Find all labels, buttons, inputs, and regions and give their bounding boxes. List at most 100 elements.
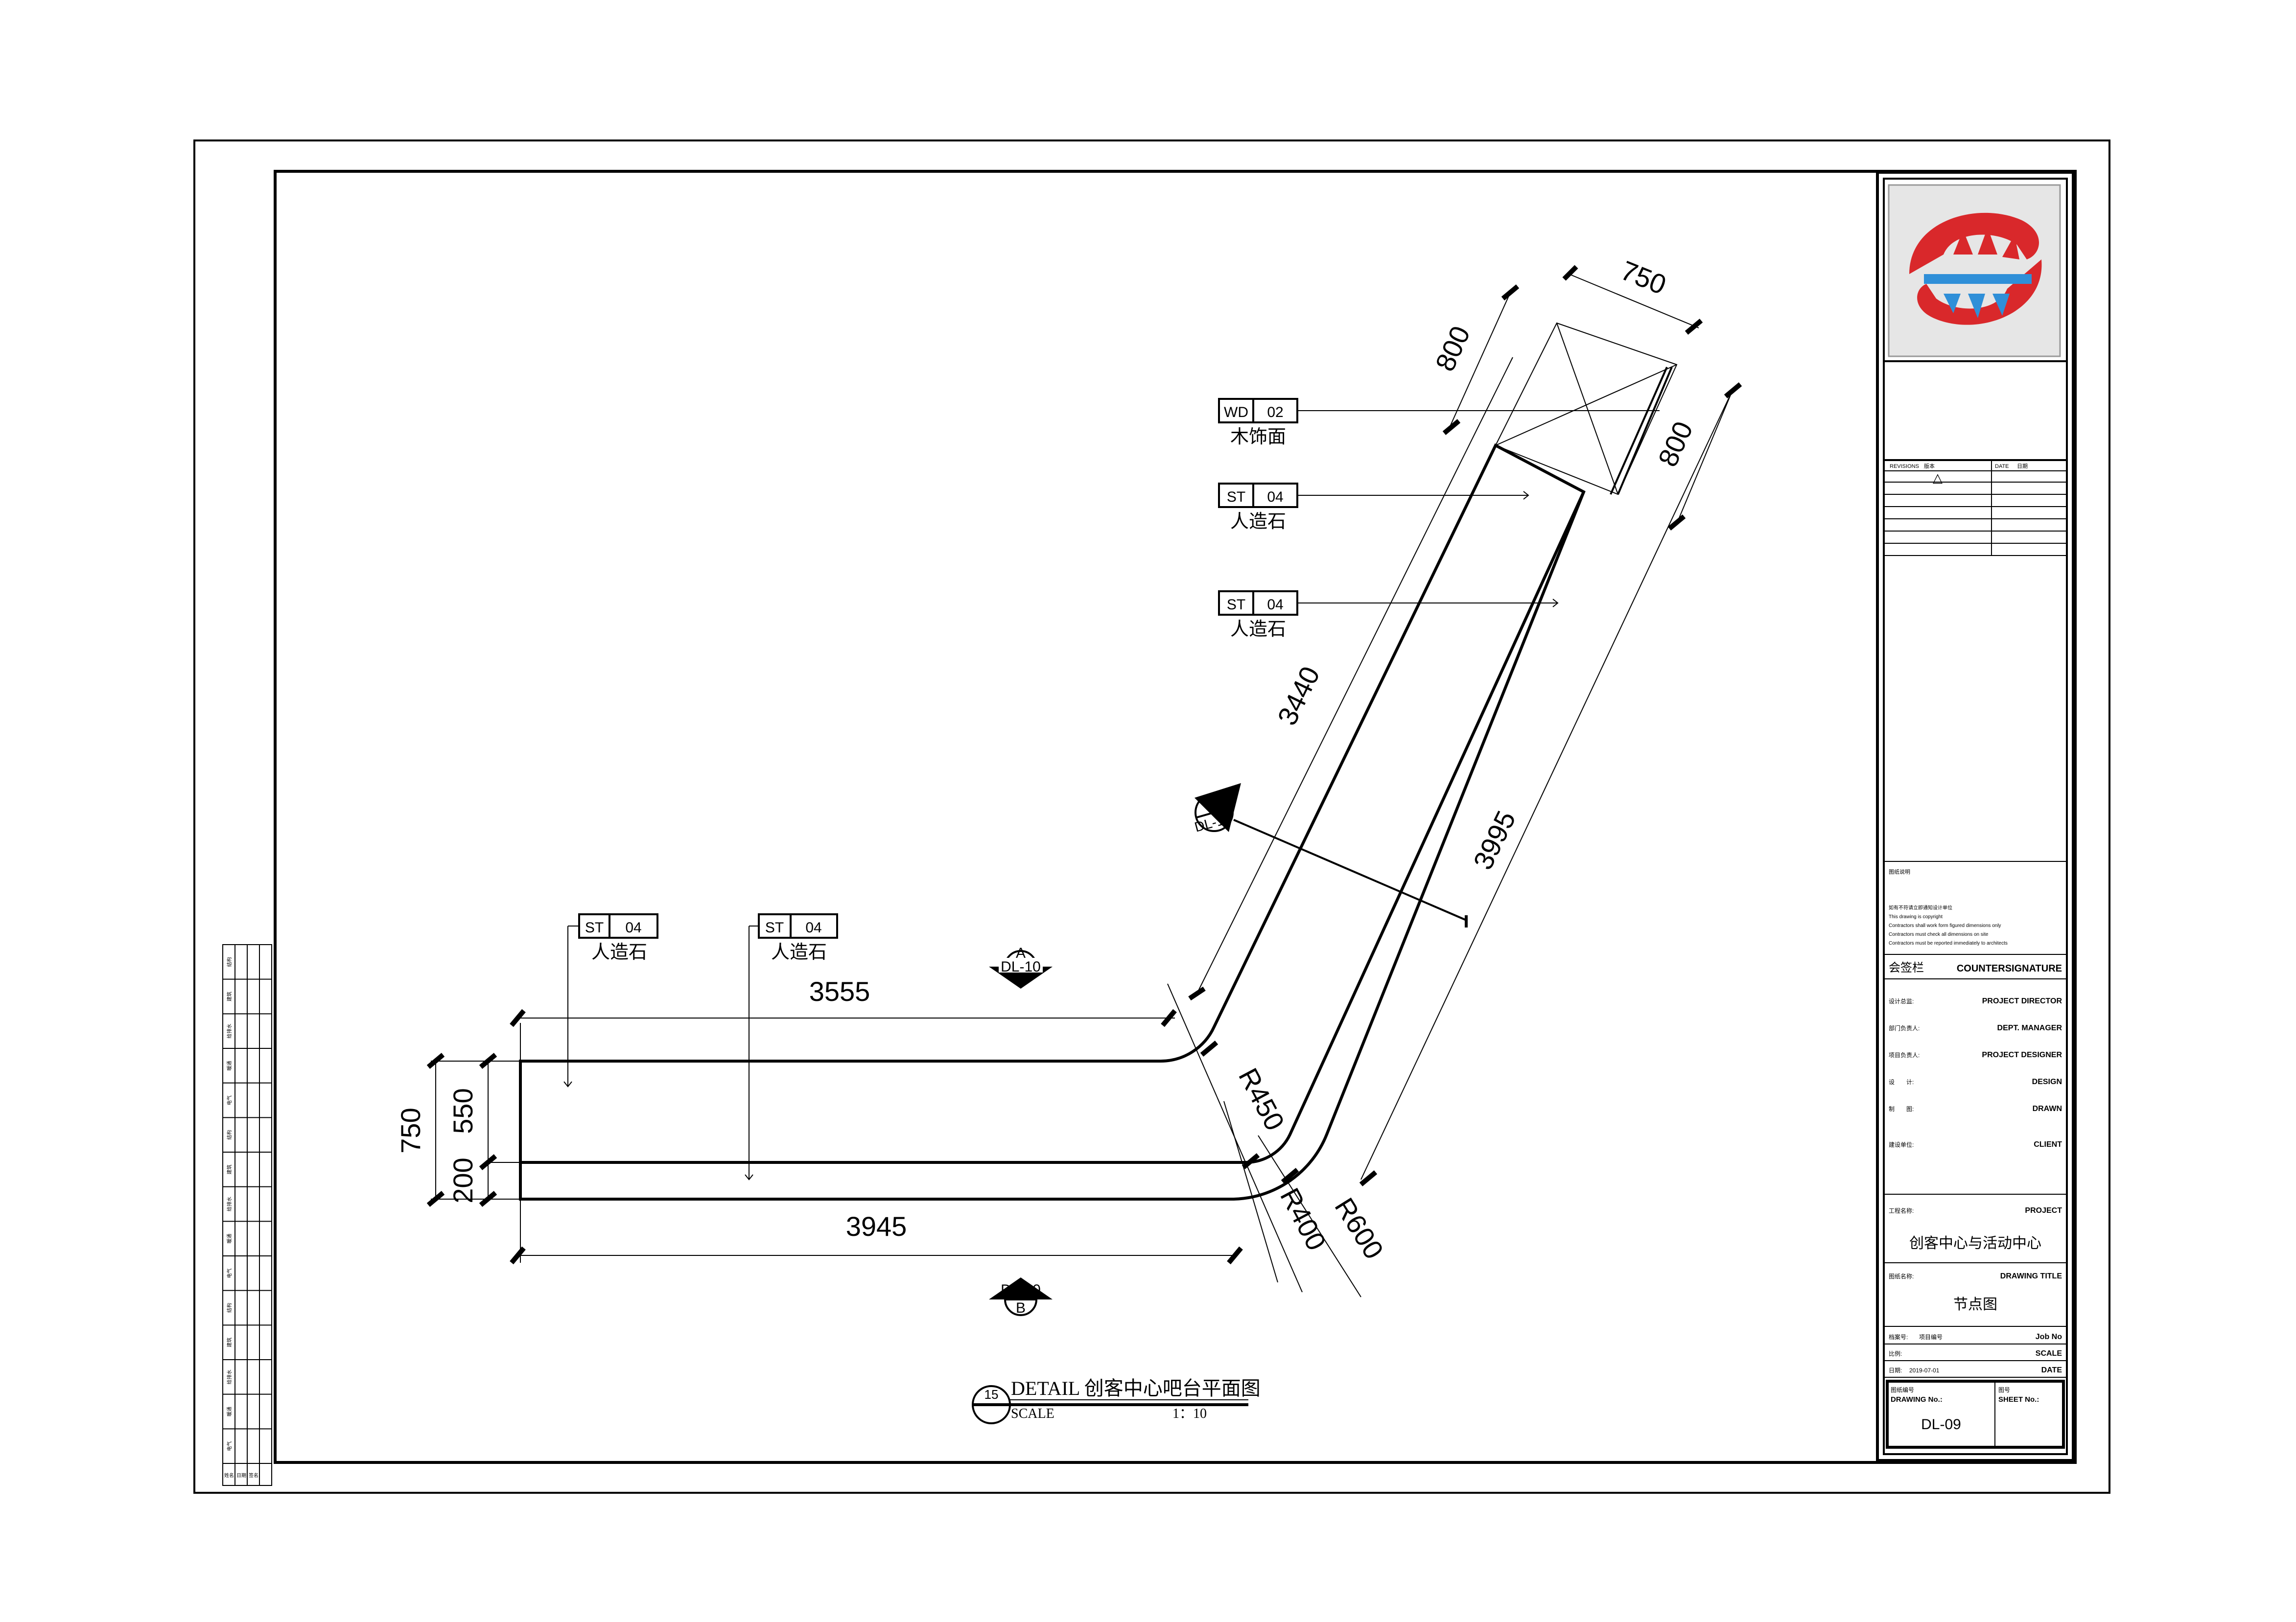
countersign-cn: 会签栏	[1889, 961, 1924, 974]
tag-st04-4: ST 04 人造石	[745, 913, 838, 1181]
client-en: CLIENT	[2034, 1140, 2062, 1149]
drawing-no: DL-09	[1921, 1416, 1961, 1433]
svg-text:02: 02	[1267, 404, 1283, 420]
strip-bottom-1: 姓名	[224, 1472, 234, 1479]
dim-r400: R400	[1274, 1183, 1332, 1255]
note-3: Contractors shall work form figured dime…	[1889, 923, 2001, 928]
strip-label: 电气	[226, 1441, 233, 1451]
svg-text:人造石: 人造石	[1230, 511, 1286, 532]
svg-text:ST: ST	[765, 920, 784, 936]
title-block: REVISIONS 版本 DATE 日期 △ 图纸说明 如有不符请立即通知设计单…	[1876, 171, 2075, 1462]
revision-label: REVISIONS	[1890, 463, 1919, 469]
detail-title: 15 DETAIL 创客中心吧台平面图 SCALE 1：10	[972, 1377, 1261, 1424]
svg-text:ST: ST	[1227, 489, 1245, 505]
scale-en: SCALE	[2036, 1349, 2062, 1358]
svg-text:04: 04	[1267, 489, 1283, 505]
tag-st04-2: ST 04 人造石	[1218, 590, 1559, 640]
drawing-title: 节点图	[1953, 1297, 1997, 1313]
svg-text:DL-10: DL-10	[1001, 959, 1041, 975]
project-en: PROJECT	[2025, 1206, 2062, 1215]
project-name: 创客中心与活动中心	[1909, 1235, 2041, 1251]
client-cn: 建设单位:	[1889, 1141, 1914, 1148]
date-value: 2019-07-01	[1909, 1367, 1940, 1374]
inner-frame	[274, 170, 2077, 1464]
detail-scale-value: 1：10	[1172, 1406, 1207, 1421]
bar-counter-plan: 3555 3945 750 550 200 3440 3995 750 800 …	[395, 255, 1742, 1424]
svg-text:ST: ST	[1227, 597, 1245, 613]
dim-800-a: 800	[1429, 322, 1476, 376]
strip-label: 暖通	[226, 1234, 233, 1244]
note-5: Contractors must be reported immediately…	[1889, 941, 2008, 946]
svg-text:人造石: 人造石	[771, 942, 827, 963]
dim-800-b: 800	[1652, 417, 1699, 471]
strip-label: 结构	[226, 1130, 233, 1140]
note-4: Contractors must check all dimensions on…	[1889, 932, 1989, 937]
dim-3945: 3945	[846, 1211, 907, 1242]
svg-text:ST: ST	[585, 920, 604, 936]
job-cn: 档案号:	[1889, 1333, 1908, 1341]
project-cn: 工程名称:	[1889, 1207, 1914, 1214]
date-cn: 日期:	[1889, 1367, 1902, 1374]
dim-3995: 3995	[1467, 806, 1522, 875]
date-label-cn: 日期	[2017, 463, 2028, 469]
tag-wd02: WD 02 木饰面	[1218, 398, 1660, 447]
note-1: 如有不符请立即通知设计单位	[1889, 904, 1952, 911]
sheet-no-en: SHEET No.:	[1998, 1395, 2039, 1404]
svg-text:人造石: 人造石	[591, 942, 647, 963]
svg-text:B: B	[1016, 1300, 1026, 1316]
role-cn: 制 图:	[1889, 1106, 1914, 1112]
dim-r450: R450	[1233, 1063, 1290, 1135]
drawing-no-cn: 图纸编号	[1891, 1386, 1914, 1393]
section-mark-b: DL-10 B	[989, 1277, 1053, 1316]
strip-label: 暖通	[226, 1061, 233, 1070]
role-en: DRAWN	[2033, 1105, 2062, 1113]
dim-550: 550	[447, 1088, 478, 1134]
svg-text:04: 04	[1267, 597, 1283, 613]
notes-heading: 图纸说明	[1889, 868, 1910, 875]
sheet-no-cn: 图号	[1998, 1387, 2010, 1393]
svg-text:WD: WD	[1224, 404, 1248, 420]
revision-label-cn: 版本	[1924, 463, 1935, 469]
svg-text:A: A	[1016, 945, 1026, 961]
role-en: PROJECT DIRECTOR	[1982, 997, 2062, 1005]
strip-label: 暖通	[226, 1407, 233, 1416]
strip-bottom-2: 日期	[236, 1473, 246, 1479]
job-value: 项目编号	[1919, 1333, 1943, 1341]
svg-text:04: 04	[805, 920, 821, 936]
strip-label: 电气	[226, 1095, 233, 1105]
strip-label: 建筑	[226, 992, 233, 1001]
detail-number: 15	[984, 1387, 999, 1402]
strip-label: 结构	[226, 1303, 233, 1313]
strip-label: 建筑	[226, 1164, 233, 1174]
strip-label: 给排水	[226, 1024, 233, 1039]
role-cn: 设 计:	[1889, 1079, 1914, 1086]
dim-3440: 3440	[1271, 662, 1326, 730]
job-en: Job No	[2036, 1333, 2062, 1341]
date-en: DATE	[2041, 1366, 2062, 1374]
detail-title-text: DETAIL 创客中心吧台平面图	[1011, 1377, 1261, 1399]
strip-label: 结构	[226, 957, 233, 967]
strip-label: 给排水	[226, 1197, 233, 1211]
role-en: DESIGN	[2032, 1078, 2062, 1086]
svg-text:DL-10: DL-10	[1001, 1282, 1041, 1298]
dim-200: 200	[447, 1158, 478, 1203]
section-mark-16: 16 DL-10	[1193, 783, 1468, 927]
svg-text:04: 04	[625, 920, 641, 936]
dim-750-left: 750	[395, 1108, 426, 1153]
revision-mark: △	[1933, 470, 1943, 485]
role-en: PROJECT DESIGNER	[1982, 1051, 2062, 1059]
role-en: DEPT. MANAGER	[1997, 1024, 2062, 1032]
strip-label: 电气	[226, 1268, 233, 1278]
detail-scale-label: SCALE	[1011, 1406, 1054, 1421]
dim-3555: 3555	[809, 976, 870, 1007]
role-cn: 设计总监:	[1889, 998, 1914, 1005]
strip-bottom-3: 签名	[249, 1472, 258, 1479]
company-logo	[1888, 184, 2061, 357]
strip-label: 给排水	[226, 1369, 233, 1384]
drawing-no-en: DRAWING No.:	[1891, 1395, 1943, 1404]
tag-st04-3: ST 04 人造石	[563, 913, 658, 1088]
dim-r600: R600	[1329, 1192, 1389, 1264]
note-2: This drawing is copyright	[1889, 914, 1943, 920]
